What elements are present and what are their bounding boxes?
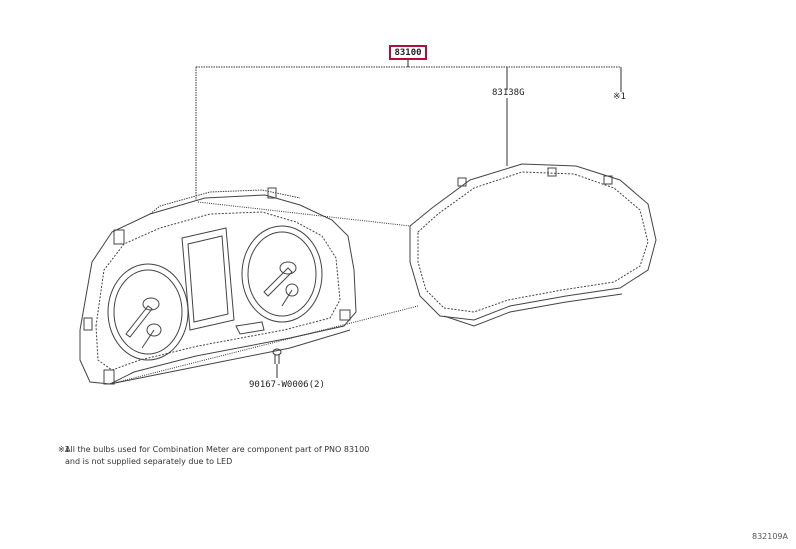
lens-tab-3 [603, 175, 613, 185]
left-gauge-needle [125, 305, 153, 338]
note-reference-mark: ※1 [613, 92, 626, 102]
right-gauge-hub [279, 261, 297, 275]
right-subgauge [285, 283, 299, 297]
left-gauge-hub [142, 297, 160, 311]
left-gauge-face [113, 269, 183, 355]
lens-tab-2 [547, 167, 557, 177]
mount-tab-5 [339, 309, 351, 321]
meter-housing-inner [95, 211, 341, 371]
screw-part [272, 348, 282, 378]
right-gauge-face [247, 231, 317, 317]
center-display-frame [181, 227, 235, 331]
left-gauge-ring [107, 263, 189, 361]
lens-bottom-lip [443, 293, 623, 327]
left-subgauge-needle [141, 329, 155, 349]
meter-lens [409, 163, 657, 327]
footnote-line-1: All the bulbs used for Combination Meter… [65, 445, 370, 454]
screw-head [272, 348, 282, 356]
mount-tab-3 [83, 317, 93, 331]
lens-inner [417, 171, 649, 313]
left-subgauge [146, 323, 162, 337]
screw-part-number[interactable]: 90167-W0006(2) [249, 380, 325, 390]
right-gauge-ring [241, 225, 323, 323]
meter-housing-outline [79, 194, 357, 385]
mount-tab-2 [267, 187, 277, 199]
lens-outline [409, 163, 657, 321]
catalog-code: 832109A [751, 532, 788, 541]
alignment-line-bottom [109, 305, 419, 385]
right-subgauge-needle [281, 289, 293, 307]
combination-meter-assembly [79, 187, 357, 385]
right-gauge-needle [263, 267, 293, 297]
center-display-inner [187, 235, 229, 323]
meter-bottom-edge [109, 329, 351, 385]
footnote-line-2: and is not supplied separately due to LE… [65, 457, 233, 466]
meter-bottom-bracket [235, 321, 265, 335]
lens-tab-1 [457, 177, 467, 187]
mount-tab-1 [113, 229, 125, 245]
lens-part-number[interactable]: 83138G [492, 88, 525, 98]
screw-shank [274, 354, 280, 364]
meter-top-edge [149, 189, 301, 215]
footnote-mark: ※1 [58, 445, 70, 454]
main-part-number-box[interactable]: 83100 [389, 45, 427, 60]
alignment-line-top [197, 201, 411, 227]
mount-tab-4 [103, 369, 115, 385]
